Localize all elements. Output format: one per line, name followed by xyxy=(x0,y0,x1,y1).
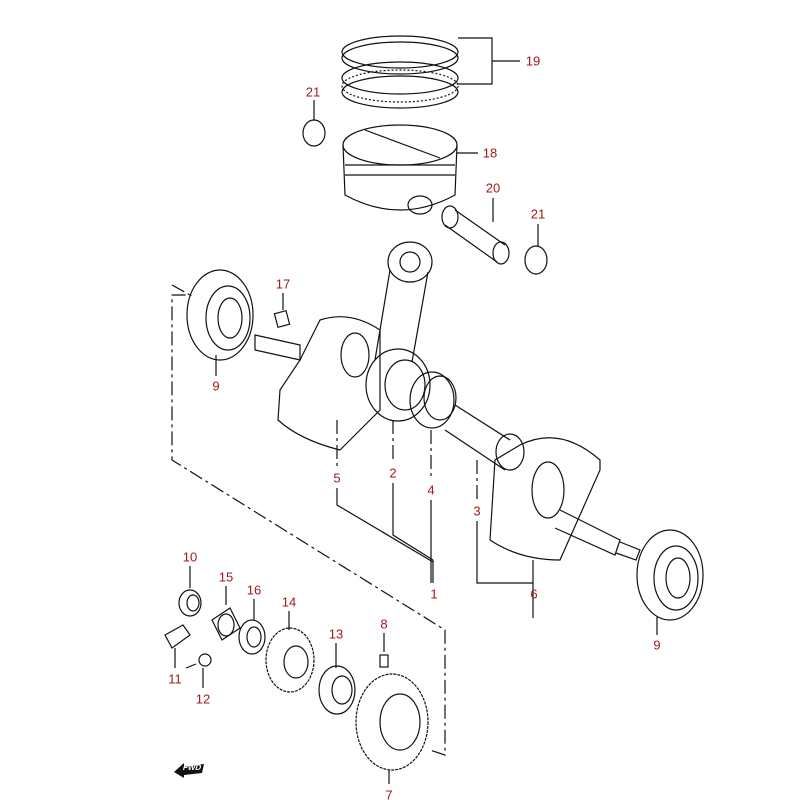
callout-16: 16 xyxy=(246,582,262,598)
callout-19: 19 xyxy=(525,53,541,69)
callout-14: 14 xyxy=(281,594,297,610)
callout-6: 6 xyxy=(530,586,538,602)
callout-9: 9 xyxy=(212,378,220,394)
callout-1: 1 xyxy=(430,586,438,602)
fwd-label: FWD xyxy=(181,763,203,772)
callout-20: 20 xyxy=(485,180,501,196)
small-parts xyxy=(164,566,429,784)
callout-17: 17 xyxy=(275,276,291,292)
crank-left xyxy=(254,316,381,451)
callout-9: 9 xyxy=(653,637,661,653)
assembly-leaders xyxy=(171,284,478,756)
needle-bearing xyxy=(409,371,457,429)
bearing-left xyxy=(186,269,254,361)
key xyxy=(273,309,291,329)
callout-11: 11 xyxy=(168,671,182,687)
piston xyxy=(342,124,458,215)
callout-18: 18 xyxy=(482,145,498,161)
circlip-left xyxy=(302,119,326,147)
callout-21: 21 xyxy=(530,206,546,222)
callout-21: 21 xyxy=(305,84,321,100)
piston-pin xyxy=(441,205,510,265)
crank-right xyxy=(489,437,641,561)
callout-7: 7 xyxy=(385,787,393,800)
callout-13: 13 xyxy=(328,626,344,642)
bearing-right xyxy=(636,529,704,621)
callout-8: 8 xyxy=(380,616,388,632)
callout-2: 2 xyxy=(389,465,397,481)
connecting-rod xyxy=(365,241,433,422)
callout-4: 4 xyxy=(427,482,435,498)
callout-5: 5 xyxy=(333,470,341,486)
callout-12: 12 xyxy=(195,691,211,707)
circlip-right xyxy=(524,245,548,275)
piston-rings xyxy=(341,35,459,109)
leader-19 xyxy=(458,37,493,85)
callout-10: 10 xyxy=(182,549,198,565)
callout-15: 15 xyxy=(218,569,234,585)
fwd-arrow-icon: FWD xyxy=(172,760,206,778)
callout-3: 3 xyxy=(473,503,481,519)
